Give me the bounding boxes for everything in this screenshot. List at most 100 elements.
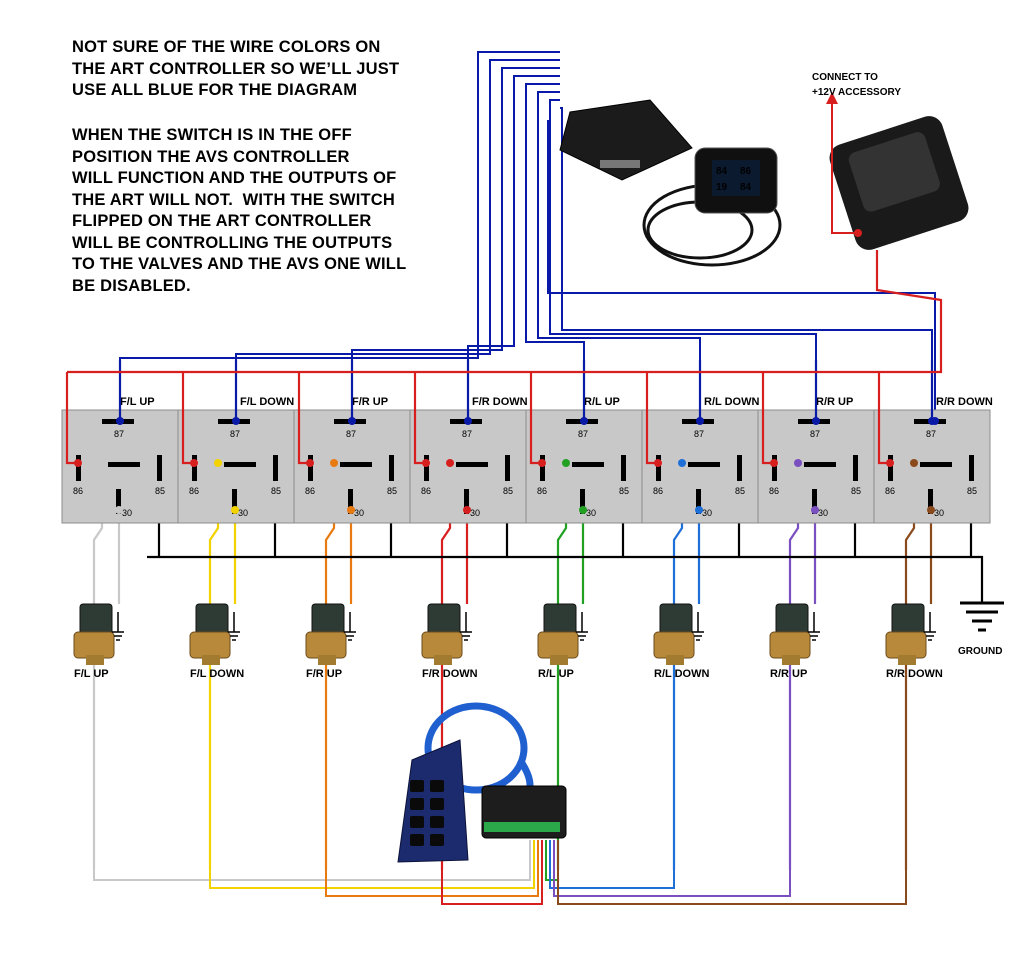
avs-bundle-wire (209, 840, 535, 889)
remote-button (430, 780, 444, 792)
pin-86-bar (308, 455, 313, 481)
pin-86-label: 86 (537, 486, 547, 496)
pin-30-bar (696, 489, 701, 514)
relay-label: R/R DOWN (936, 396, 993, 408)
accessory-wire (831, 100, 858, 234)
valve-port (202, 655, 220, 665)
switch-bar (804, 462, 836, 467)
remote-button (430, 816, 444, 828)
pin-85-bar (969, 455, 974, 481)
avs-bundle-wire (325, 840, 539, 897)
valve-feed-node (231, 506, 239, 514)
valve-body (73, 631, 115, 659)
avs-bundle-wire (549, 840, 675, 889)
valve-body (653, 631, 695, 659)
avs-bundle-wire (545, 840, 559, 881)
valve-feed-node (347, 506, 355, 514)
power-node (654, 459, 662, 467)
pin-30-label: 30 (586, 508, 596, 518)
power-bus (67, 250, 943, 374)
pin-86-bar (772, 455, 777, 481)
art-bundle-wire (537, 91, 701, 360)
pin-85-label: 85 (155, 486, 165, 496)
ground-label: GROUND (958, 646, 1002, 657)
pin-85-bar (853, 455, 858, 481)
pin-30-bar (232, 489, 237, 514)
pin-30-label: 30 (122, 508, 132, 518)
pin-30-label: 30 (702, 508, 712, 518)
pin-30-label: 30 (354, 508, 364, 518)
pin-30-label: 30 (238, 508, 248, 518)
relay-label: R/R UP (816, 396, 853, 408)
valve-feed-node (579, 506, 587, 514)
pin-86-label: 86 (189, 486, 199, 496)
avs-terminal (484, 822, 560, 832)
pin-85-bar (621, 455, 626, 481)
pin-87-label: 87 (810, 429, 820, 439)
pin-85-label: 85 (271, 486, 281, 496)
switch-bar (920, 462, 952, 467)
art-bundle-wire (467, 75, 560, 360)
valve-coil (311, 603, 345, 635)
valve-coil (775, 603, 809, 635)
pin-86-label: 86 (305, 486, 315, 496)
avs-node (330, 459, 338, 467)
relay-label: F/R DOWN (472, 396, 528, 408)
art-bundle-wire (560, 107, 933, 360)
art-output-node (812, 417, 820, 425)
pin-86-label: 86 (769, 486, 779, 496)
pin-85-label: 85 (967, 486, 977, 496)
solenoid-valve-icon: F/L UP (73, 603, 124, 680)
valve-label: F/L UP (74, 668, 109, 680)
art-switch-lead (547, 120, 936, 421)
remote-button (410, 780, 424, 792)
avs-wire (208, 463, 220, 870)
pin-85-label: 85 (503, 486, 513, 496)
switch-note-line2: +12V ACCESSORY (812, 87, 901, 98)
pin-30-label: 30 (934, 508, 944, 518)
valve-body (537, 631, 579, 659)
valve-coil (79, 603, 113, 635)
rocker-switch-icon (826, 92, 969, 250)
pin-86-label: 86 (421, 486, 431, 496)
power-node (886, 459, 894, 467)
art-output-node (232, 417, 240, 425)
pin-87-label: 87 (578, 429, 588, 439)
pin-86-label: 86 (885, 486, 895, 496)
pin-30-label: 30 (818, 508, 828, 518)
relay-label: R/L UP (584, 396, 620, 408)
switch-bar (224, 462, 256, 467)
pin-87-label: 87 (462, 429, 472, 439)
avs-node (562, 459, 570, 467)
avs-remote-icon (397, 739, 469, 863)
switch-bar (456, 462, 488, 467)
pin-85-label: 85 (735, 486, 745, 496)
valve-coil (659, 603, 693, 635)
pin-30-bar (348, 489, 353, 514)
art-connector (600, 160, 640, 168)
solenoid-valve-icon: R/L UP (537, 603, 588, 680)
solenoid-valve-icon: R/R DOWN (885, 603, 943, 680)
pin-87-label: 87 (346, 429, 356, 439)
art-controller-icon (559, 99, 782, 267)
switch-note-line1: CONNECT TO (812, 72, 878, 83)
pin-85-bar (505, 455, 510, 481)
power-node (190, 459, 198, 467)
pin-30-bar (464, 489, 469, 514)
valve-feed-node (115, 506, 123, 514)
art-switch-node (931, 417, 939, 425)
valve-label: R/R UP (770, 668, 807, 680)
pin-87-label: 87 (230, 429, 240, 439)
avs-bundle-wire (93, 840, 531, 881)
solenoid-valve-icon: R/L DOWN (653, 603, 709, 680)
art-bundle-wire (119, 51, 560, 360)
switch-bar (108, 462, 140, 467)
power-node (74, 459, 82, 467)
pin-86-bar (424, 455, 429, 481)
pin-85-bar (389, 455, 394, 481)
pin-86-label: 86 (653, 486, 663, 496)
